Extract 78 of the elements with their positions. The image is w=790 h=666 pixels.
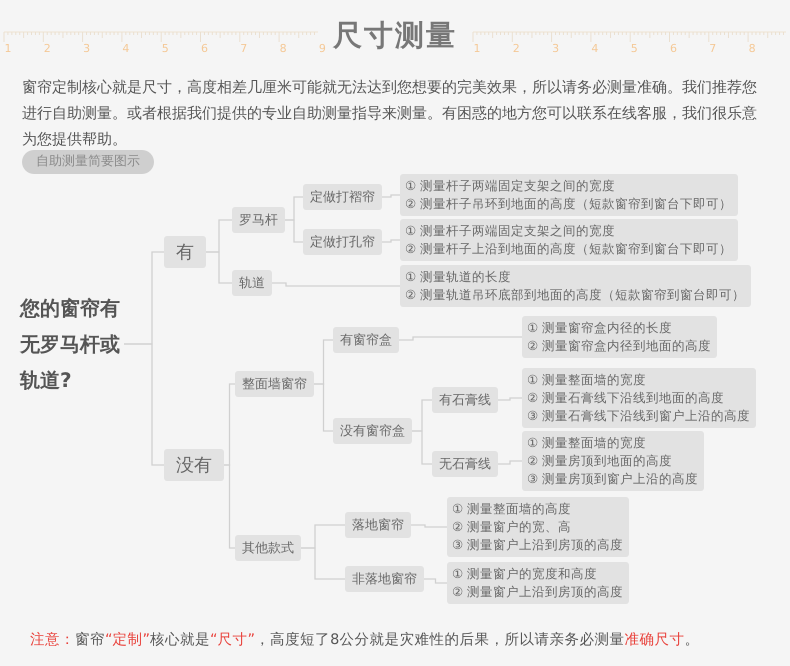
list-item: ① 测量轨道的长度 xyxy=(405,268,512,286)
connector-line xyxy=(224,464,235,549)
page-title: 尺寸测量 xyxy=(332,17,458,54)
ruler-number: 6 xyxy=(670,42,677,55)
list-item: ② 测量房顶到地面的高度 xyxy=(527,452,674,470)
list-item: ② 测量窗帘盒内径到地面的高度 xyxy=(527,337,712,355)
connector-line xyxy=(424,578,447,584)
connector-line xyxy=(272,282,400,287)
instruction-panel xyxy=(400,174,738,216)
connector-line xyxy=(411,524,447,528)
instruction-panel xyxy=(447,497,630,557)
connector-line xyxy=(382,194,400,198)
connector-line xyxy=(498,460,522,465)
instruction-panel xyxy=(522,316,718,358)
ruler-number: 1 xyxy=(4,42,12,55)
connector-line xyxy=(498,397,522,401)
connector-line xyxy=(382,239,400,243)
category-box: 有窗帘盒 xyxy=(333,327,399,353)
ruler-number: 8 xyxy=(748,42,756,55)
category-box: 定做打孔帘 xyxy=(303,229,382,255)
ruler-number: 2 xyxy=(512,42,520,55)
category-box: 罗马杆 xyxy=(232,207,285,233)
instruction-panel xyxy=(522,431,704,491)
answer-box: 有 xyxy=(164,236,206,268)
list-item: ① 测量窗帘盒内径的长度 xyxy=(527,319,674,337)
category-box: 无石膏线 xyxy=(432,451,498,477)
ruler-number: 7 xyxy=(709,42,716,55)
ruler-number: 4 xyxy=(591,42,598,55)
category-box: 没有窗帘盒 xyxy=(333,418,412,444)
intro-paragraph: 窗帘定制核心就是尺寸，高度相差几厘米可能就无法达到您想要的完美效果，所以请务必测量准确。我们推荐您进行自助测量。或者根据我们提供的专业自助测量指导来测量。有困惑的地方您可以联系在线客服，我们很乐意为您提供帮助。 xyxy=(22,77,758,150)
category-box: 有石膏线 xyxy=(432,387,498,413)
ruler-number: 4 xyxy=(122,42,130,55)
connector-line xyxy=(301,547,345,580)
ruler-number: 1 xyxy=(474,42,480,55)
ruler-number: 3 xyxy=(552,42,560,55)
connector-line xyxy=(314,383,333,432)
note-text: 注意：窗帘“定制”核心就是“尺寸”，高度短了8公分就是灾难性的后果，所以请亲务必测量准确尺寸。 xyxy=(30,630,700,649)
category-box: 其他款式 xyxy=(235,535,301,561)
list-item: ② 测量石膏线下沿线到地面的高度 xyxy=(527,389,726,407)
list-item: ② 测量窗户上沿到房顶的高度 xyxy=(452,583,624,601)
list-item: ① 测量整面墙的宽度 xyxy=(527,434,648,452)
category-box: 整面墙窗帘 xyxy=(235,371,314,397)
ruler-number: 3 xyxy=(83,42,90,55)
list-item: ① 测量杆子两端固定支架之间的宽度 xyxy=(405,222,616,240)
question-text: 您的窗帘有无罗马杆或轨道? xyxy=(20,290,124,398)
ruler-number: 5 xyxy=(630,42,638,55)
instruction-panel xyxy=(400,219,738,261)
category-box: 轨道 xyxy=(232,270,272,296)
connector-line xyxy=(124,343,164,466)
list-item: ② 测量杆子吊环到地面的高度（短款窗帘到窗台下即可） xyxy=(405,195,732,213)
ruler-number: 7 xyxy=(240,42,248,55)
answer-box: 没有 xyxy=(164,449,224,481)
list-item: ① 测量窗户的宽度和高度 xyxy=(452,565,598,583)
connector-line xyxy=(206,251,232,284)
list-item: ③ 测量窗户上沿到房顶的高度 xyxy=(452,536,624,554)
instruction-panel xyxy=(522,368,756,428)
list-item: ① 测量整面墙的宽度 xyxy=(527,371,648,389)
instruction-panel xyxy=(447,562,630,604)
list-item: ② 测量杆子上沿到地面的高度（短款窗帘到窗台下即可） xyxy=(405,240,732,258)
list-item: ③ 测量石膏线下沿线到窗户上沿的高度 xyxy=(527,407,750,425)
ruler-number: 9 xyxy=(318,42,326,55)
connector-line xyxy=(412,430,432,465)
category-box: 非落地窗帘 xyxy=(345,566,424,592)
list-item: ② 测量窗户的宽、高 xyxy=(452,518,572,536)
connector-line xyxy=(399,336,522,341)
section-tag: 自助测量简要图示 xyxy=(22,150,154,174)
ruler-number: 6 xyxy=(201,42,208,55)
category-box: 落地窗帘 xyxy=(345,512,411,538)
list-item: ① 测量杆子两端固定支架之间的宽度 xyxy=(405,177,616,195)
ruler-number: 8 xyxy=(280,42,287,55)
connector-line xyxy=(285,219,303,243)
list-item: ① 测量整面墙的高度 xyxy=(452,500,572,518)
ruler-number: 5 xyxy=(162,42,169,55)
list-item: ② 测量轨道吊环底部到地面的高度（短款窗帘到窗台即可） xyxy=(405,286,746,304)
instruction-panel xyxy=(400,265,752,307)
list-item: ③ 测量房顶到窗户上沿的高度 xyxy=(527,470,698,488)
category-box: 定做打褶帘 xyxy=(303,184,382,210)
ruler-number: 2 xyxy=(44,42,51,55)
